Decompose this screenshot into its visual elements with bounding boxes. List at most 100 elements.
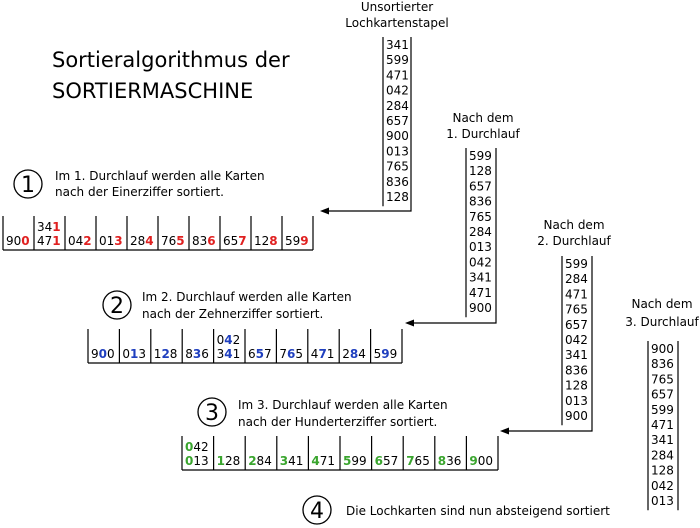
stack-3-card-2: 765 [651, 372, 674, 386]
pass-1-bin-5-card-0-digit-2: 5 [176, 234, 184, 248]
pass-1-description-line-2: nach der Einerziffer sortiert. [55, 185, 224, 199]
pass-2-bin-3-card-0-digit-0: 8 [185, 347, 193, 361]
stack-2-header-line-2: 2. Durchlauf [537, 234, 611, 248]
pass-1-bin-2-card-0: 042 [68, 234, 92, 248]
pass-1-bin-1-card-1-digit-1: 7 [45, 234, 53, 248]
stack-1-card-0: 599 [469, 149, 492, 163]
stack-1-header-line-1: Nach dem [452, 111, 513, 125]
stack-2-card-4: 657 [565, 318, 588, 332]
pass-2-step-circle [102, 290, 132, 320]
pass-3-bin-0-card-0: 042 [185, 440, 209, 454]
pass-2-bin-7-card-0-digit-2: 1 [327, 347, 335, 361]
pass-3-bin-8-card-0-digit-2: 6 [454, 454, 462, 468]
pass-1-bin-3-card-0-digit-1: 1 [107, 234, 115, 248]
pass-2-bin-2-card-0-digit-0: 1 [154, 347, 162, 361]
pass-2-bin-9-card-0-digit-0: 5 [374, 347, 382, 361]
connector-lines [320, 37, 593, 435]
final-step-description: Die Lochkarten sind nun absteigend sorti… [346, 504, 610, 518]
pass-3-bin-2-card-0-digit-1: 8 [257, 454, 265, 468]
pass-3-step-number: 3 [205, 401, 219, 426]
pass-2-bin-9-card-0: 599 [374, 347, 398, 361]
final-step-number: 4 [310, 499, 324, 524]
pass-2-bin-6-card-0-digit-1: 6 [287, 347, 295, 361]
stack-3-header-line-2: 3. Durchlauf [625, 315, 699, 329]
pass-2-bin-9-card-0-digit-2: 9 [390, 347, 398, 361]
pass-2-bin-3-card-0-digit-1: 3 [193, 347, 201, 361]
pass-2-bin-6-card-0-digit-0: 7 [279, 347, 287, 361]
pass-1-bin-4-card-0-digit-0: 2 [130, 234, 138, 248]
pass-3-bin-2-card-0-digit-0: 2 [248, 454, 256, 468]
stack-2-card-7: 836 [565, 363, 588, 377]
stack-3-card-7: 284 [651, 448, 674, 462]
pass-1-bin-7-card-0: 657 [223, 234, 247, 248]
pass-2-bin-0-card-0-digit-2: 0 [107, 347, 115, 361]
pass-2-bin-4-card-0-digit-1: 4 [224, 333, 232, 347]
pass-1-bin-4-card-0-digit-2: 4 [145, 234, 153, 248]
pass-1-bin-9-card-0: 599 [285, 234, 309, 248]
pass-1-bin-8-card-0-digit-0: 1 [254, 234, 262, 248]
pass-2-bin-0-card-0: 900 [91, 347, 115, 361]
pass-3-bin-3-card-0-digit-2: 1 [296, 454, 304, 468]
stack-2-card-3: 765 [565, 303, 588, 317]
pass-2-bin-8-card-0: 284 [342, 347, 366, 361]
pass-3-bin-3-card-0: 341 [280, 454, 304, 468]
pass-2-bin-5-card-0-digit-0: 6 [248, 347, 256, 361]
stack-1-card-10: 900 [469, 301, 492, 315]
pass-3-bin-4-card-0-digit-1: 7 [320, 454, 328, 468]
pass-3-bin-2-card-0: 284 [248, 454, 272, 468]
pass-2-bin-8-card-0-digit-0: 2 [342, 347, 350, 361]
pass-2-bin-2-card-0-digit-2: 8 [170, 347, 178, 361]
stack-1-card-1: 128 [469, 164, 492, 178]
pass-3-bin-4-card-0: 471 [311, 454, 335, 468]
stack-3-card-1: 836 [651, 357, 674, 371]
pass-2-bin-4-card-0-digit-0: 0 [217, 333, 225, 347]
pass-1-bin-5-card-0-digit-1: 6 [169, 234, 177, 248]
pass-3-bin-6-card-0-digit-0: 6 [375, 454, 383, 468]
arrow-head-3 [500, 427, 509, 435]
pass-1-bin-1-card-1: 471 [37, 234, 61, 248]
stack-3-card-6: 341 [651, 433, 674, 447]
pass-2-bin-4-card-1-digit-2: 1 [233, 347, 241, 361]
pass-1-bin-0-card-0-digit-0: 9 [6, 234, 14, 248]
pass-2-bin-9-card-0-digit-1: 9 [381, 347, 389, 361]
pass-2-bin-0-card-0-digit-1: 0 [99, 347, 107, 361]
pass-2-bin-6-card-0-digit-2: 5 [295, 347, 303, 361]
pass-1-bin-9-card-0-digit-0: 5 [285, 234, 293, 248]
pass-1-bin-2-card-0-digit-0: 0 [68, 234, 76, 248]
pass-1-bin-5-card-0-digit-0: 7 [161, 234, 169, 248]
pass-1-bin-3-card-0: 013 [99, 234, 123, 248]
stack-1-card-9: 471 [469, 286, 492, 300]
stack-1-card-6: 013 [469, 240, 492, 254]
pass-3-description-line-1: Im 3. Durchlauf werden alle Karten [238, 398, 448, 412]
stack-0-card-1: 599 [386, 53, 409, 67]
pass-3-bin-7-card-0: 765 [406, 454, 430, 468]
pass-2-bin-4-card-0: 042 [217, 333, 241, 347]
pass-1-bin-8-card-0-digit-2: 8 [269, 234, 277, 248]
stack-1-card-5: 284 [469, 225, 492, 239]
pass-3-bin-9-card-0-digit-1: 0 [478, 454, 486, 468]
final-step: 4 Die Lochkarten sind nun absteigend sort… [302, 495, 610, 525]
stack-3-card-5: 471 [651, 418, 674, 432]
stack-2-header-line-1: Nach dem [543, 218, 604, 232]
pass-2-bin-1-card-0: 013 [122, 347, 146, 361]
pass-1-bin-9-card-0-digit-2: 9 [300, 234, 308, 248]
pass-2-bin-3-card-0: 836 [185, 347, 209, 361]
connector-line-3 [507, 256, 593, 432]
stack-0-card-6: 900 [386, 129, 409, 143]
pass-3-bin-0-card-1-digit-1: 1 [193, 454, 201, 468]
pass-3-bin-1-card-0-digit-1: 2 [225, 454, 233, 468]
stack-3-card-10: 013 [651, 494, 674, 508]
pass-3-bin-7-card-0-digit-2: 5 [422, 454, 430, 468]
pass-1-bin-0-card-0: 900 [6, 234, 30, 248]
pass-1-bin-1-card-0: 341 [37, 220, 61, 234]
pass-1-bin-6-card-0-digit-0: 8 [192, 234, 200, 248]
title-line-2: SORTIERMASCHINE [52, 79, 253, 103]
pass-3-bin-3-card-0-digit-0: 3 [280, 454, 288, 468]
pass-1-bin-8-card-0-digit-1: 2 [262, 234, 270, 248]
connector-line-1 [327, 37, 412, 212]
stack-2-card-6: 341 [565, 348, 588, 362]
stack-3-card-9: 042 [651, 479, 674, 493]
pass-3-bin-1-card-0: 128 [217, 454, 241, 468]
